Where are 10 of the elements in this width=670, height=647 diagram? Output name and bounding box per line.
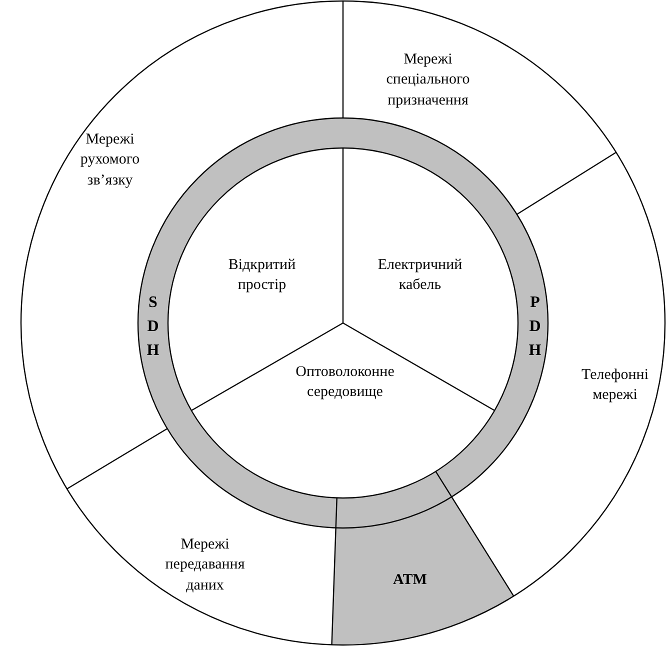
sector-label: SDH	[146, 291, 160, 363]
sector-label: Мережі спеціального призначення	[368, 50, 488, 110]
sector-label: Оптоволоконне середовище	[270, 362, 420, 402]
sector-label: Телефонні мережі	[570, 364, 660, 406]
sector-label: ATM	[380, 570, 440, 590]
sector-label: Мережі передавання даних	[145, 534, 265, 596]
sector-label: Відкритий простір	[214, 254, 310, 296]
sector-label: Мережі рухомого зв’язку	[70, 130, 150, 190]
sector-label: PDH	[528, 291, 542, 363]
sector-label: Електричний кабель	[365, 254, 475, 296]
